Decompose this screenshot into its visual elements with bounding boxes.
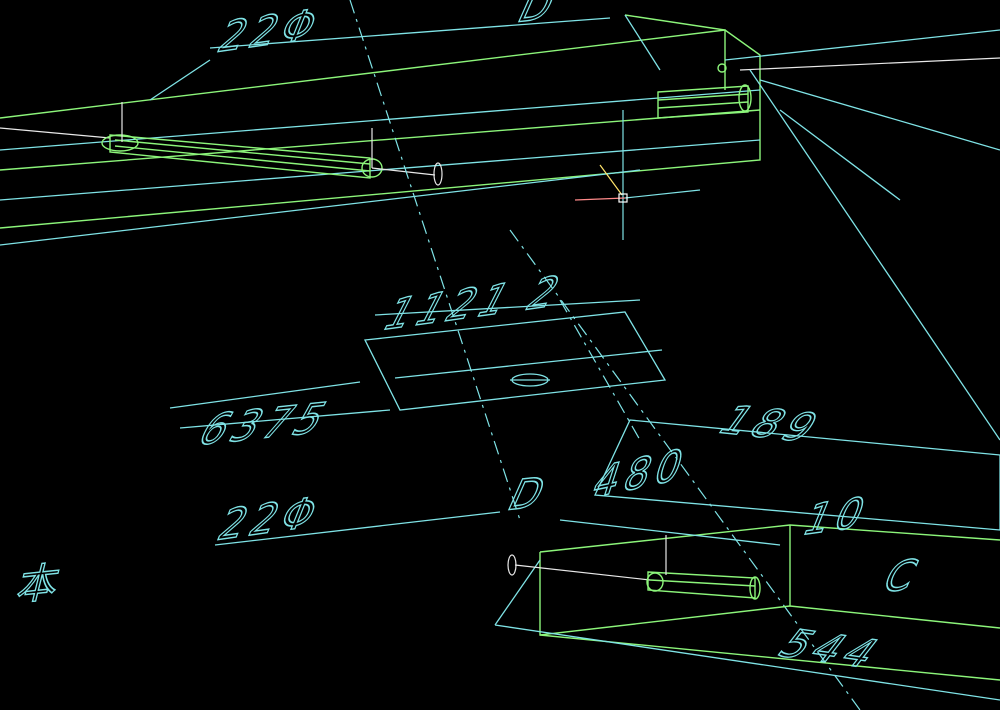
middle-plate <box>169 299 667 429</box>
center-line-3 <box>559 299 641 441</box>
dim-22phi-bottom: 22Φ <box>211 487 330 551</box>
dim-544: 544 <box>768 622 894 677</box>
lower-block <box>214 419 1000 701</box>
dim-22phi-top: 22Φ <box>211 0 330 63</box>
center-line-1 <box>349 0 521 521</box>
dim-c: C <box>875 550 930 602</box>
dim-d-top: D <box>510 0 568 33</box>
label-hon: 本 <box>13 557 71 610</box>
dim-189: 189 <box>708 398 833 451</box>
dim-11212: 1121 2 <box>375 266 575 341</box>
left-bolt <box>0 102 443 186</box>
crosshair-cursor[interactable] <box>574 110 701 240</box>
dim-d-bottom: D <box>500 468 558 521</box>
upper-right-bolt <box>657 63 752 119</box>
dim-10: 10 <box>796 488 878 546</box>
lower-bolt <box>507 535 761 600</box>
upper-member <box>0 14 1000 441</box>
center-line-2 <box>509 229 861 710</box>
